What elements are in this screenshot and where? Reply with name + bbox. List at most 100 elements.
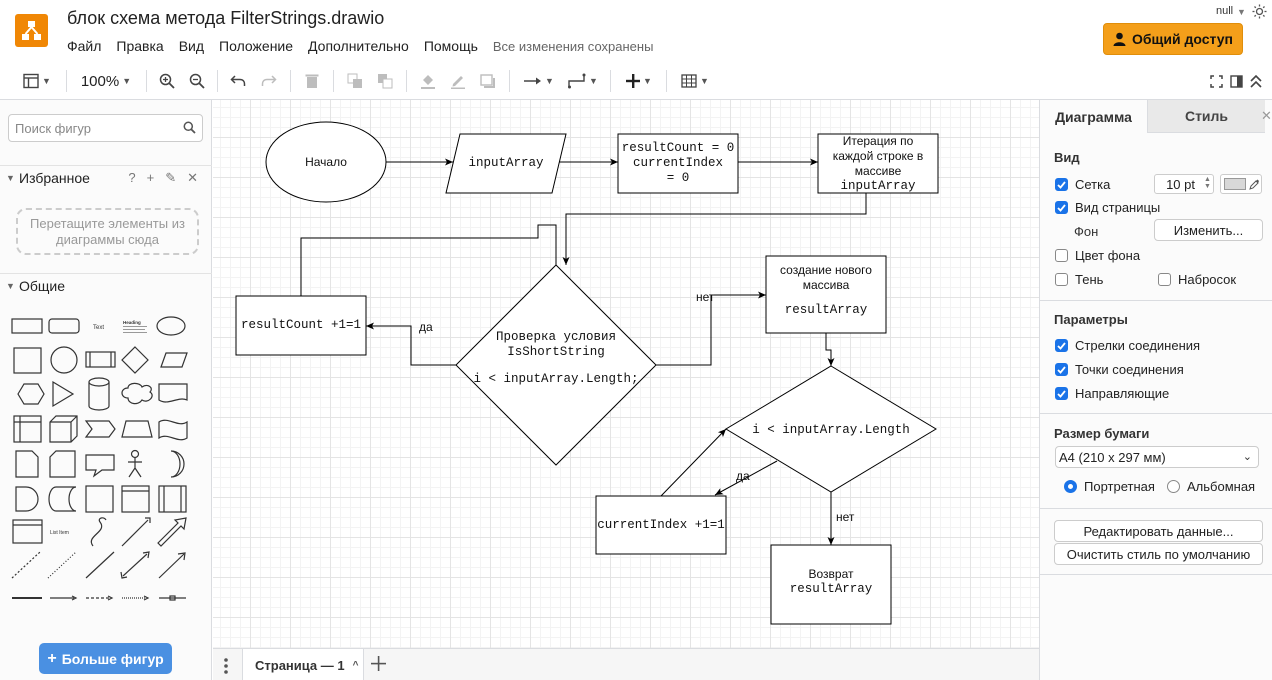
connection-arrows-checkbox[interactable] [1055,339,1068,352]
document-title[interactable]: блок схема метода FilterStrings.drawio [67,8,385,28]
fullscreen-button[interactable] [1208,71,1224,91]
close-icon[interactable]: ✕ [1261,108,1272,123]
zoom-out-button[interactable] [188,71,206,91]
portrait-option[interactable]: Портретная [1064,479,1155,494]
edge-label-loop-no[interactable]: нет [836,510,855,524]
favorites-section-header[interactable]: ▼ Избранное ? + ✎ ✕ [0,165,212,189]
sketch-option[interactable]: Набросок [1158,272,1236,287]
page-view-option[interactable]: Вид страницы [1055,200,1160,215]
add-page-icon[interactable] [371,656,386,674]
format-panel-toggle[interactable]: ▼ [20,71,54,91]
grid-option[interactable]: Сетка [1055,177,1110,192]
connection-points-option[interactable]: Точки соединения [1055,362,1184,377]
shape-palette[interactable]: Text Heading List Item [8,310,204,610]
grid-color-picker[interactable] [1220,174,1262,194]
shadow-checkbox[interactable] [1055,273,1068,286]
connection-points-checkbox[interactable] [1055,363,1068,376]
app-header: блок схема метода FilterStrings.drawio Ф… [0,0,1272,62]
fullscreen-icon [1209,74,1223,88]
connection-arrows-option[interactable]: Стрелки соединения [1055,338,1200,353]
general-section-header[interactable]: ▼ Общие [0,273,212,297]
edge-label-check-no[interactable]: нет [696,290,715,304]
diagram-canvas[interactable]: Начало inputArray resultCount = 0 curren… [213,100,1039,648]
start-node[interactable]: Начало [305,154,347,169]
to-back-button[interactable] [376,71,394,91]
shape-search-input[interactable] [15,121,175,136]
sidebar-icon [1229,74,1243,88]
edge-label-check-yes[interactable]: да [419,320,433,334]
menu-edit[interactable]: Правка [116,38,164,54]
waypoints-button[interactable]: ▼ [566,71,600,91]
to-front-button[interactable] [346,71,364,91]
increment-index-node[interactable]: currentIndex +1=1 [597,517,725,532]
chevron-up-icon[interactable]: ^ [352,659,359,671]
chevron-down-icon: ⌄ [1242,451,1252,463]
check-node[interactable]: Проверка условия IsShortString i < input… [473,329,639,386]
bg-color-option[interactable]: Цвет фона [1055,248,1140,263]
page-view-checkbox[interactable] [1055,201,1068,214]
shapes-sidebar: ▼ Избранное ? + ✎ ✕ Перетащите элементы … [0,100,212,680]
shadow-button[interactable] [479,71,497,91]
grid-checkbox[interactable] [1055,178,1068,191]
create-node[interactable]: создание нового массива resultArray [780,262,872,317]
table-icon [681,74,697,88]
favorites-dropzone[interactable]: Перетащите элементы из диаграммы сюда [16,208,199,255]
connection-style-button[interactable]: ▼ [522,71,556,91]
menu-file[interactable]: Файл [67,38,102,54]
sketch-checkbox[interactable] [1158,273,1171,286]
init-node[interactable]: resultCount = 0 currentIndex = 0 [621,141,735,185]
fill-color-button[interactable] [419,71,437,91]
collapse-toolbar-button[interactable] [1248,71,1264,91]
grid-size-input[interactable]: 10 pt [1154,174,1214,194]
iterate-node[interactable]: Итерация по каждой строке в массиве inpu… [832,133,924,193]
edge-label-loop-yes[interactable]: да [736,469,750,483]
line-color-button[interactable] [449,71,467,91]
menu-view[interactable]: Вид [178,38,205,54]
tab-diagram[interactable]: Диаграмма [1040,100,1147,133]
guides-option[interactable]: Направляющие [1055,386,1169,401]
collapse-arrow-icon: ▼ [6,173,15,183]
undo-button[interactable] [229,71,247,91]
increment-count-node[interactable]: resultCount +1=1 [240,318,362,332]
loop-node[interactable]: i < inputArray.Length [752,422,910,437]
paper-size-value: A4 (210 x 297 мм) [1059,449,1166,465]
close-icon[interactable]: ✕ [187,170,198,185]
bg-color-checkbox[interactable] [1055,249,1068,262]
menu-arrange[interactable]: Положение [219,38,294,54]
portrait-radio[interactable] [1064,480,1077,493]
table-button[interactable]: ▼ [678,71,712,91]
zoom-select[interactable]: 100% ▼ [80,72,132,90]
add-icon[interactable]: + [146,170,155,185]
clear-default-style-button[interactable]: Очистить стиль по умолчанию [1054,543,1263,565]
user-menu-caret-icon[interactable]: ▼ [1237,7,1246,17]
landscape-option[interactable]: Альбомная [1167,479,1255,494]
change-background-button[interactable]: Изменить... [1154,219,1263,241]
tab-style[interactable]: Стиль [1147,100,1265,133]
help-icon[interactable]: ? [128,170,136,185]
drawio-logo[interactable] [15,14,48,47]
edit-data-button[interactable]: Редактировать данные... [1054,520,1263,542]
search-icon[interactable] [183,121,196,137]
menu-extras[interactable]: Дополнительно [308,38,409,54]
theme-toggle-icon[interactable] [1252,4,1267,22]
grid-size-stepper[interactable]: ▲▼ [1204,176,1211,190]
insert-button[interactable]: ▼ [622,71,656,91]
redo-button[interactable] [260,71,278,91]
user-menu[interactable]: null [1216,5,1234,17]
page-tab[interactable]: Страница — 1 ^ [242,649,364,680]
share-button[interactable]: Общий доступ [1103,23,1243,55]
guides-checkbox[interactable] [1055,387,1068,400]
delete-button[interactable] [303,71,321,91]
zoom-in-button[interactable] [158,71,176,91]
return-node[interactable]: Возврат resultArray [789,567,873,596]
more-shapes-button[interactable]: + Больше фигур [39,643,172,674]
format-panel-button[interactable] [1228,71,1244,91]
zoom-value: 100% [80,72,120,90]
menu-help[interactable]: Помощь [423,38,478,54]
pages-menu-icon[interactable] [223,658,229,677]
paper-size-select[interactable]: A4 (210 x 297 мм) ⌄ [1055,446,1259,468]
shadow-option[interactable]: Тень [1055,272,1103,287]
input-node[interactable]: inputArray [468,155,544,170]
edit-icon[interactable]: ✎ [165,170,177,185]
landscape-radio[interactable] [1167,480,1180,493]
